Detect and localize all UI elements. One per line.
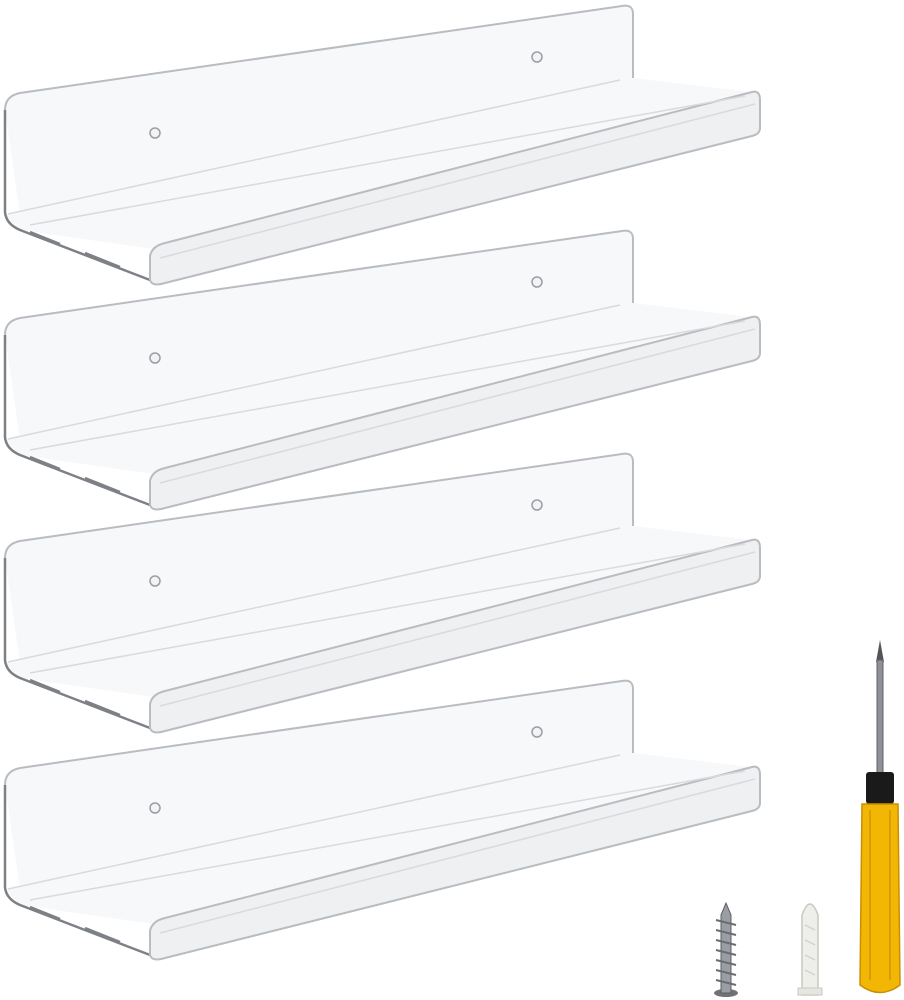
shelf-3 — [3, 452, 762, 734]
wall-anchor-icon — [797, 903, 823, 996]
shelf-2 — [3, 229, 762, 511]
screw-icon — [714, 901, 738, 997]
screwdriver-icon — [859, 640, 901, 994]
shelf-1 — [3, 4, 762, 286]
shelf-4 — [3, 679, 762, 961]
